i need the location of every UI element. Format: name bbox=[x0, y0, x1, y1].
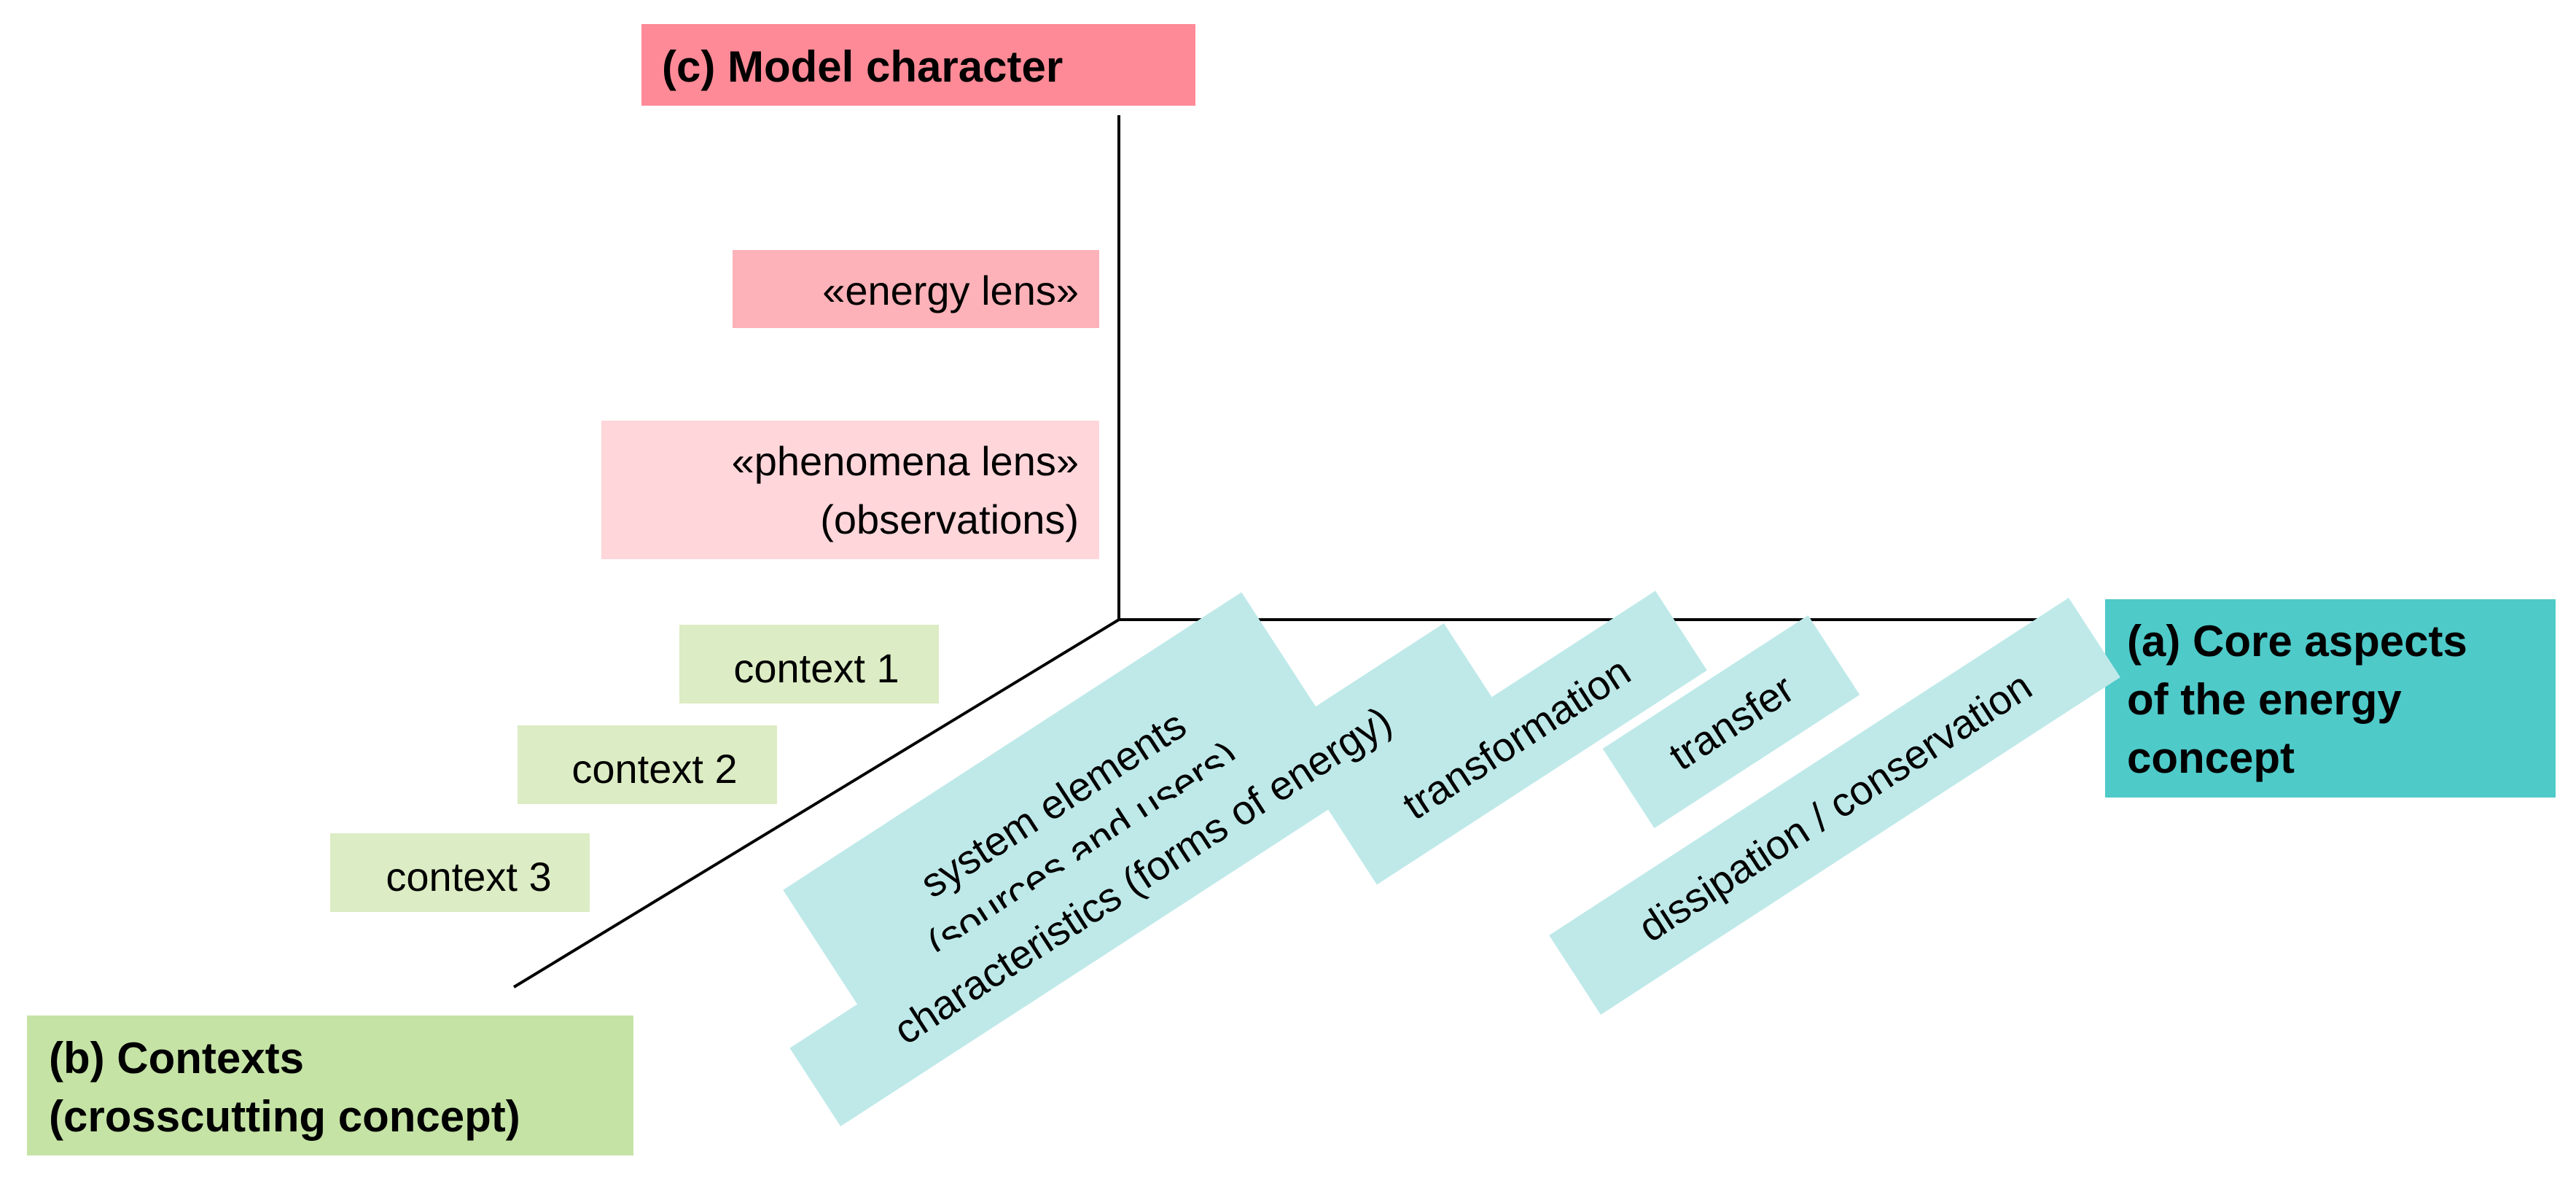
context-3-label: context 3 bbox=[386, 854, 551, 900]
contexts-header-subtitle: (crosscutting concept) bbox=[49, 1092, 520, 1141]
contexts-header-box bbox=[27, 1015, 633, 1155]
core-aspects-header-line1: (a) Core aspects bbox=[2127, 617, 2467, 666]
phenomena-lens-sublabel: (observations) bbox=[820, 496, 1079, 542]
diagonal-axis bbox=[512, 618, 1120, 989]
context-2-box bbox=[518, 725, 777, 804]
core-aspects-header-line2: of the energy bbox=[2127, 675, 2402, 724]
transformation-box bbox=[1325, 590, 1707, 885]
characteristics-box bbox=[789, 623, 1495, 1127]
dissipation-box bbox=[1549, 598, 2120, 1015]
model-character-group: (c) Model character «energy lens» «pheno… bbox=[601, 24, 1195, 559]
context-3-box bbox=[330, 833, 590, 912]
system-elements-box bbox=[783, 592, 1353, 1061]
contexts-header: (b) Contexts bbox=[49, 1034, 304, 1083]
core-aspects-group: (a) Core aspects of the energy concept s… bbox=[783, 590, 2556, 1127]
energy-lens-label: «energy lens» bbox=[822, 268, 1079, 313]
core-aspects-header-box bbox=[2105, 599, 2556, 798]
context-1-box bbox=[679, 625, 939, 703]
phenomena-lens-label: «phenomena lens» bbox=[732, 438, 1079, 484]
model-character-header-box bbox=[641, 24, 1195, 106]
energy-lens-box bbox=[733, 250, 1099, 328]
core-aspects-header-line3: concept bbox=[2127, 733, 2295, 782]
contexts-group: context 1 context 2 context 3 (b) Contex… bbox=[27, 625, 939, 1155]
transfer-box bbox=[1602, 615, 1860, 829]
phenomena-lens-box bbox=[601, 421, 1099, 559]
context-1-label: context 1 bbox=[733, 645, 899, 691]
model-character-header: (c) Model character bbox=[662, 42, 1063, 91]
context-2-label: context 2 bbox=[571, 746, 737, 792]
